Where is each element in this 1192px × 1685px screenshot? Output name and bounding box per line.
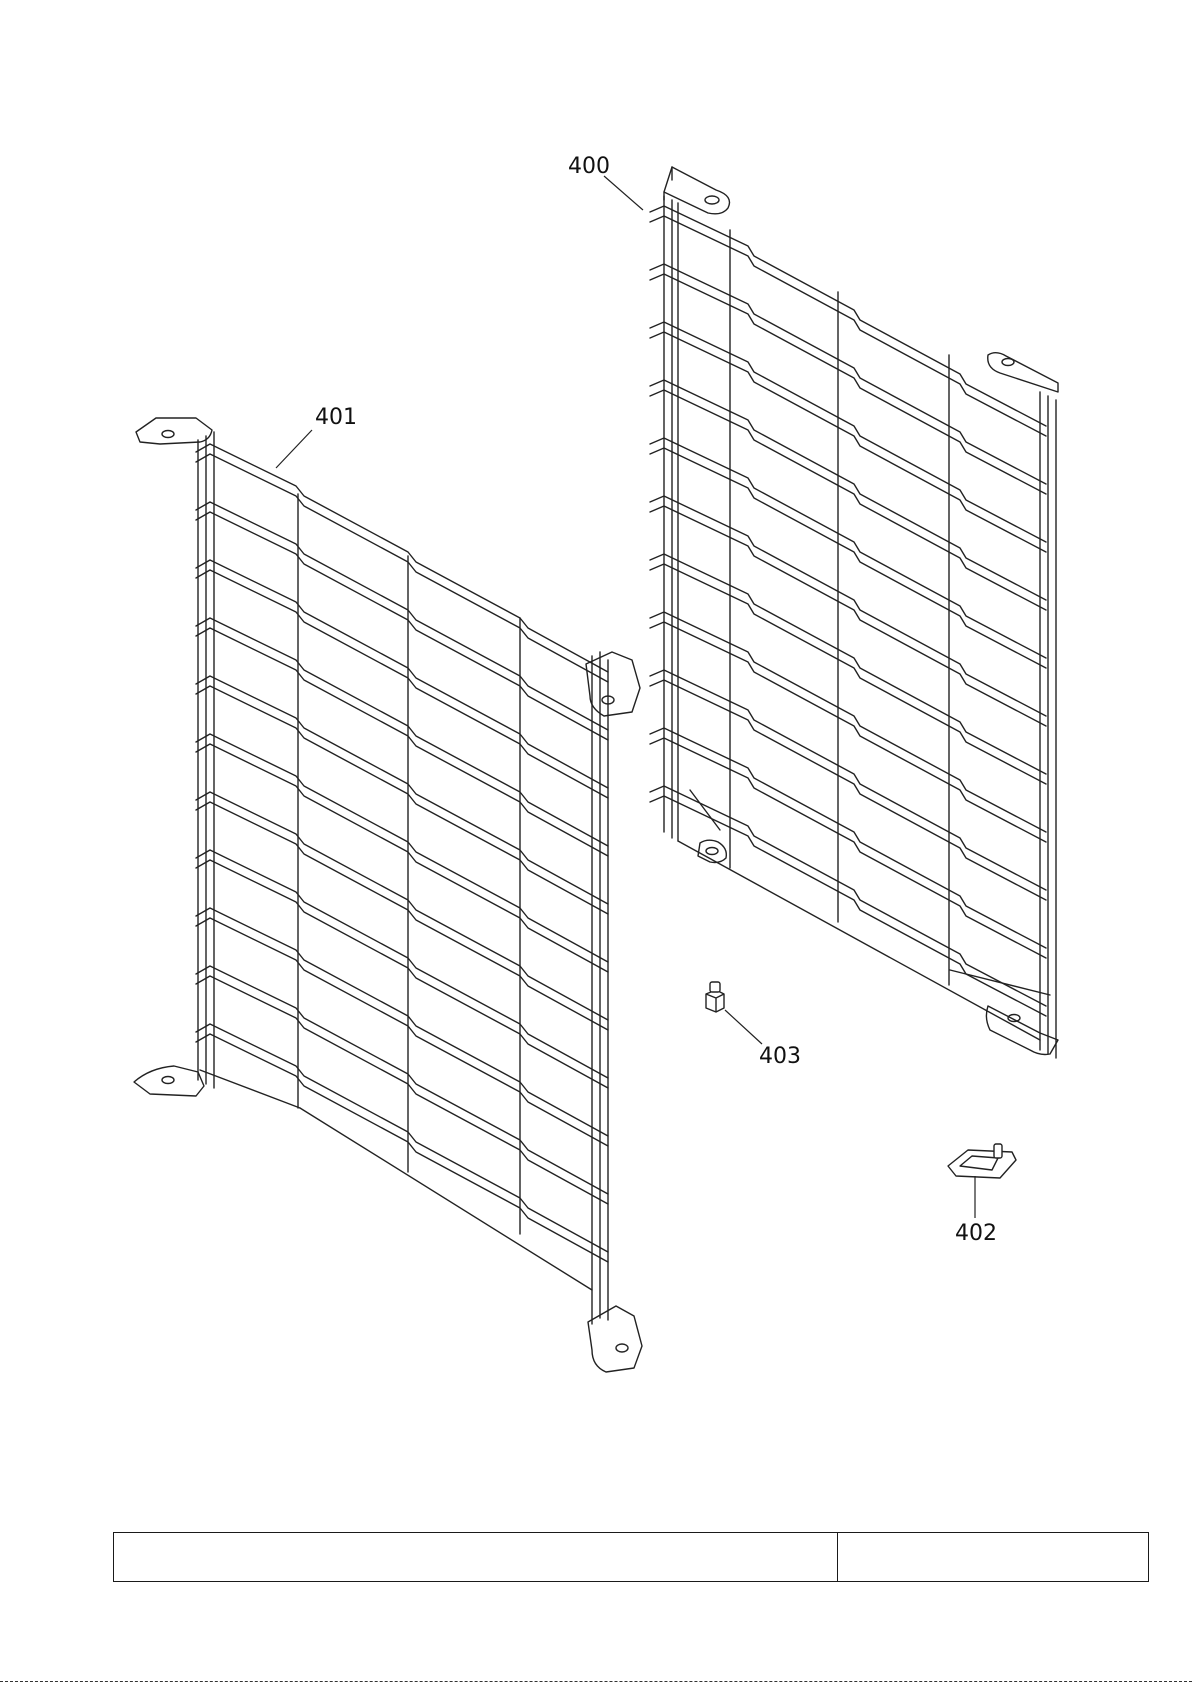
callout-401: 401 <box>276 405 357 468</box>
callout-400: 400 <box>568 154 643 210</box>
rack-401-shelf-wire <box>196 1034 608 1262</box>
rack-400-shelf-wires <box>650 206 1046 1016</box>
rack-401-shelf-wire <box>196 570 608 798</box>
callout-401-label: 401 <box>315 405 357 430</box>
rack-401-shelf-wire <box>196 976 608 1204</box>
standoff-part-403 <box>706 982 724 1012</box>
title-block <box>113 1532 1149 1582</box>
rack-401-bottom-right-bracket <box>588 1306 642 1372</box>
wire-rack-401 <box>134 418 642 1372</box>
rack-401-shelf-wire <box>196 744 608 972</box>
rack-400-top-left-bracket <box>664 167 730 214</box>
page-bottom-rule <box>0 1681 1192 1682</box>
clip-bracket-part-402 <box>948 1144 1016 1178</box>
title-block-right-cell <box>838 1533 1148 1581</box>
wire-rack-400 <box>650 167 1058 1058</box>
rack-401-shelf-wire <box>196 918 608 1146</box>
callout-402: 402 <box>955 1176 997 1246</box>
rack-401-shelf-wires <box>196 444 608 1262</box>
rack-401-top-left-bracket <box>136 418 212 444</box>
rack-401-shelf-wire <box>196 802 608 1030</box>
rack-401-mid-right-bracket <box>586 652 640 716</box>
rack-401-shelf-wire <box>196 860 608 1088</box>
rack-401-bottom-left-bracket <box>134 1066 204 1096</box>
callout-403: 403 <box>725 1010 801 1069</box>
rack-401-shelf-wire <box>196 628 608 856</box>
rack-401-shelf-wire <box>196 512 608 740</box>
callout-403-label: 403 <box>759 1044 801 1069</box>
callout-402-label: 402 <box>955 1221 997 1246</box>
rack-400-top-right-bracket <box>988 353 1058 392</box>
rack-401-shelf-wire <box>196 686 608 914</box>
rack-401-shelf-wire <box>196 454 608 682</box>
callout-400-label: 400 <box>568 154 610 179</box>
title-block-left-cell <box>114 1533 838 1581</box>
rack-400-shelf-wire <box>650 216 1046 436</box>
